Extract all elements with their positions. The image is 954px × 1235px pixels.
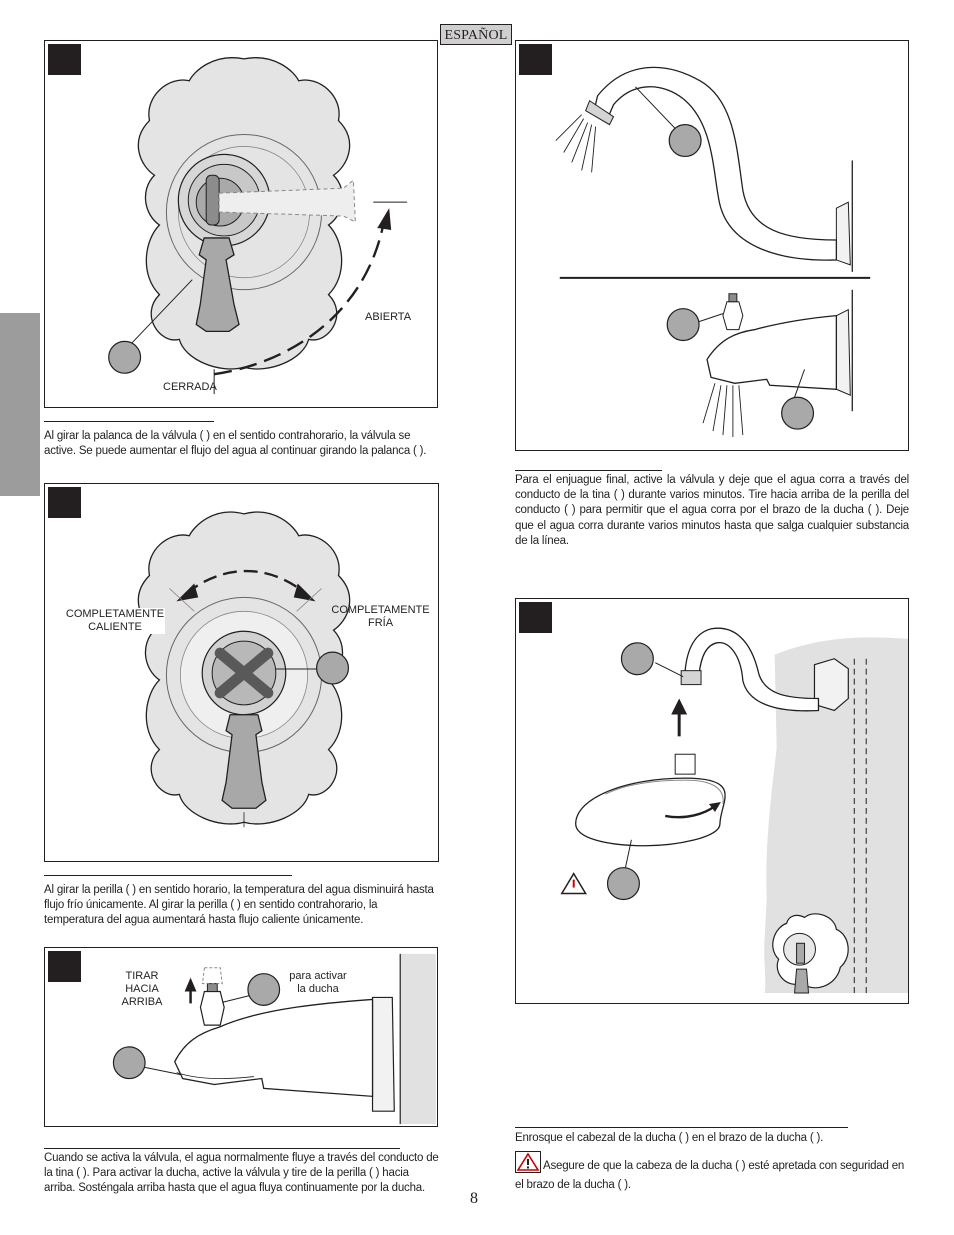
activate-shower-label: para activar la ducha [289,970,347,995]
page-number: 8 [470,1190,478,1207]
step-2-panel: COMPLETAMENTE CALIENTE COMPLETAMENTE FRÍ… [44,483,439,862]
step-number-box [519,44,552,75]
warning-text: Asegure de que la cabeza de la ducha ( )… [515,1160,905,1192]
caption-rule [515,470,662,472]
shower-head-install-illustration [560,627,908,997]
step-1-panel: ABIERTA CERRADA [44,40,438,408]
caption-rule [44,421,214,423]
language-tab: ESPAÑOL [440,24,512,45]
caption-rule [44,1148,400,1150]
step-3-caption: Cuando se activa la válvula, el agua nor… [44,1152,439,1195]
caption-rule [515,1127,848,1129]
step-2-caption: Al girar la perilla ( ) en sentido horar… [44,884,434,927]
flushing-illustration [555,66,871,438]
step-number-box [519,602,552,633]
hot-label: COMPLETAMENTE CALIENTE [65,608,165,634]
warning-icon [515,1151,541,1178]
cold-label: COMPLETAMENTE FRÍA [331,604,430,629]
pull-up-label: TIRAR HACIA ARRIBA [121,970,163,1008]
step-3-panel: TIRAR HACIA ARRIBA para activar la ducha [44,947,438,1127]
side-section-tab [0,313,40,496]
step-4-caption: Para el enjuague final, active la válvul… [515,474,909,547]
tub-spout-diverter-illustration [112,953,436,1125]
valve-lever-illustration [108,57,408,395]
step-number-box [48,951,81,982]
step-5-warning: Asegure de que la cabeza de la ducha ( )… [515,1151,909,1193]
step-5-panel [515,598,909,1004]
step-number-box [48,44,81,75]
caption-rule [44,875,292,877]
step-5-caption: Enrosque el cabezal de la ducha ( ) en e… [515,1132,824,1144]
closed-label: CERRADA [163,381,217,393]
open-label: ABIERTA [365,311,412,323]
step-1-caption: Al girar la palanca de la válvula ( ) en… [44,430,427,458]
step-4-panel [515,40,909,451]
temperature-knob-illustration [137,511,351,828]
step-number-box [48,487,81,518]
